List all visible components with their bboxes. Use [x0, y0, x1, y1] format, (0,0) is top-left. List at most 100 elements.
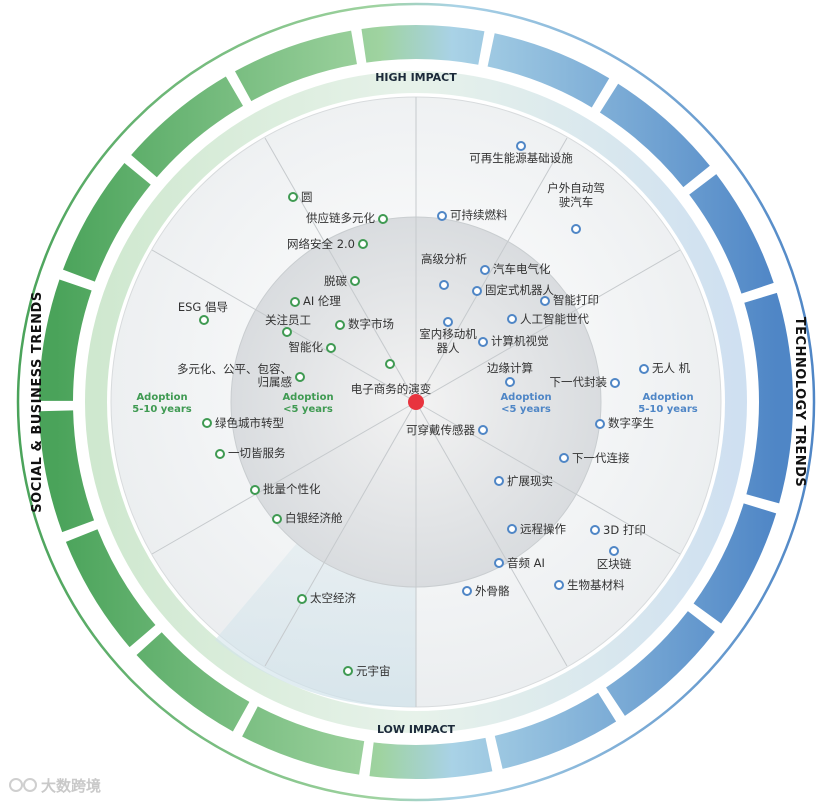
trend-dot [559, 453, 569, 463]
trend-dot [290, 297, 300, 307]
trend-label: 多元化、公平、包容、 [177, 362, 292, 376]
trend-label: 绿色城市转型 [215, 416, 284, 430]
low-impact-label: LOW IMPACT [377, 723, 456, 736]
trend-label: 无人 机 [652, 361, 691, 375]
trend-dot [478, 337, 488, 347]
adoption-outer-right-line2: 5-10 years [638, 404, 697, 415]
trend-dot [437, 211, 447, 221]
trend-dot [571, 224, 581, 234]
social-trends-title: SOCIAL & BUSINESS TRENDS [30, 291, 45, 512]
adoption-inner-left-line2: <5 years [283, 404, 333, 415]
trend-dot [343, 666, 353, 676]
trend-label: 生物基材料 [567, 578, 625, 592]
technology-trends-title: TECHNOLOGY TRENDS [792, 317, 807, 488]
trend-label: 可穿戴传感器 [406, 423, 475, 437]
trend-dot [288, 192, 298, 202]
trend-label: 下一代封装 [550, 375, 608, 389]
trend-dot [540, 296, 550, 306]
trend-dot [295, 372, 305, 382]
trend-dot [507, 314, 517, 324]
segment-band-ring [39, 25, 793, 779]
trend-label: 驶汽车 [559, 195, 594, 209]
trend-dot [639, 364, 649, 374]
trend-label: 数字孪生 [608, 416, 654, 430]
trend-label: 太空经济 [310, 591, 356, 605]
trend-label: 批量个性化 [263, 482, 321, 496]
trend-label: AI 伦理 [303, 294, 341, 308]
trend-dot [609, 546, 619, 556]
trend-dot [350, 276, 360, 286]
radial-spokes [151, 97, 681, 707]
adoption-outer-right-line1: Adoption [642, 392, 693, 403]
trend-dot [505, 377, 515, 387]
trend-label: 远程操作 [520, 522, 566, 536]
trend-dot [335, 320, 345, 330]
trend-label: 音频 AI [507, 556, 545, 570]
trend-dot [282, 327, 292, 337]
trend-label: 高级分析 [421, 252, 467, 266]
watermark-text: 大数跨境 [41, 777, 101, 795]
adoption-inner-right-line2: <5 years [501, 404, 551, 415]
trend-label: 可持续燃料 [450, 208, 508, 222]
trend-dot [494, 558, 504, 568]
trend-label: 数字市场 [348, 317, 394, 331]
outer-thin-ring [16, 2, 816, 802]
trend-dot [202, 418, 212, 428]
trend-dot [610, 378, 620, 388]
trend-dot [385, 359, 395, 369]
trend-label: 脱碳 [324, 274, 347, 288]
trend-dot [472, 286, 482, 296]
adoption-outer-left-line1: Adoption [136, 392, 187, 403]
trend-dot [443, 317, 453, 327]
trend-label: ESG 倡导 [178, 300, 228, 314]
adoption-outer-left-line2: 5-10 years [132, 404, 191, 415]
trend-dot [494, 476, 504, 486]
trend-dot [480, 265, 490, 275]
trend-dot [554, 580, 564, 590]
trend-label: 固定式机器人 [485, 283, 554, 297]
trend-dot [595, 419, 605, 429]
trend-label: 圆 [301, 190, 313, 204]
center-item-label: 电子商务的演变 [351, 382, 432, 396]
high-impact-label: HIGH IMPACT [375, 71, 457, 84]
adoption-inner-right-line1: Adoption [500, 392, 551, 403]
trend-label: 一切皆服务 [228, 446, 286, 460]
social-items: 圆 供应链多元化 网络安全 2.0 脱碳 AI 伦理 ESG 倡导 关注员工 数… [177, 190, 395, 678]
light-band-ring [85, 71, 747, 733]
trend-label: 元宇宙 [356, 664, 391, 678]
trend-dot [297, 594, 307, 604]
trend-label: 下一代连接 [572, 451, 630, 465]
center-dot [408, 394, 424, 410]
trend-label: 可再生能源基础设施 [469, 151, 573, 165]
trend-label: 人工智能世代 [520, 312, 589, 326]
trend-dot [358, 239, 368, 249]
trend-label: 计算机视觉 [491, 334, 549, 348]
trend-label: 边缘计算 [487, 361, 533, 375]
trend-dot [215, 449, 225, 459]
trend-label: 区块链 [597, 557, 632, 571]
trend-label: 器人 [437, 341, 460, 355]
trend-label: 网络安全 2.0 [287, 237, 355, 251]
trend-label: 供应链多元化 [306, 211, 375, 225]
adoption-inner-left-line1: Adoption [282, 392, 333, 403]
technology-items: 可再生能源基础设施 户外自动驾 驶汽车 可持续燃料 高级分析 汽车电气化 固定式… [406, 141, 691, 598]
trend-dot [326, 343, 336, 353]
trend-dot [250, 485, 260, 495]
trend-label: 汽车电气化 [493, 262, 551, 276]
trend-label: 智能化 [289, 340, 324, 354]
trend-label: 扩展现实 [507, 474, 553, 488]
trend-label: 室内移动机 [419, 327, 477, 341]
trend-label: 归属感 [258, 375, 293, 389]
trend-dot [507, 524, 517, 534]
trend-dot [516, 141, 526, 151]
trend-label: 3D 打印 [603, 523, 646, 537]
trend-label: 户外自动驾 [547, 181, 605, 195]
trend-dot [478, 425, 488, 435]
trend-dot [378, 214, 388, 224]
trend-dot [439, 280, 449, 290]
trend-dot [462, 586, 472, 596]
trend-label: 外骨骼 [475, 584, 510, 598]
trend-dot [199, 315, 209, 325]
trend-dot [590, 525, 600, 535]
